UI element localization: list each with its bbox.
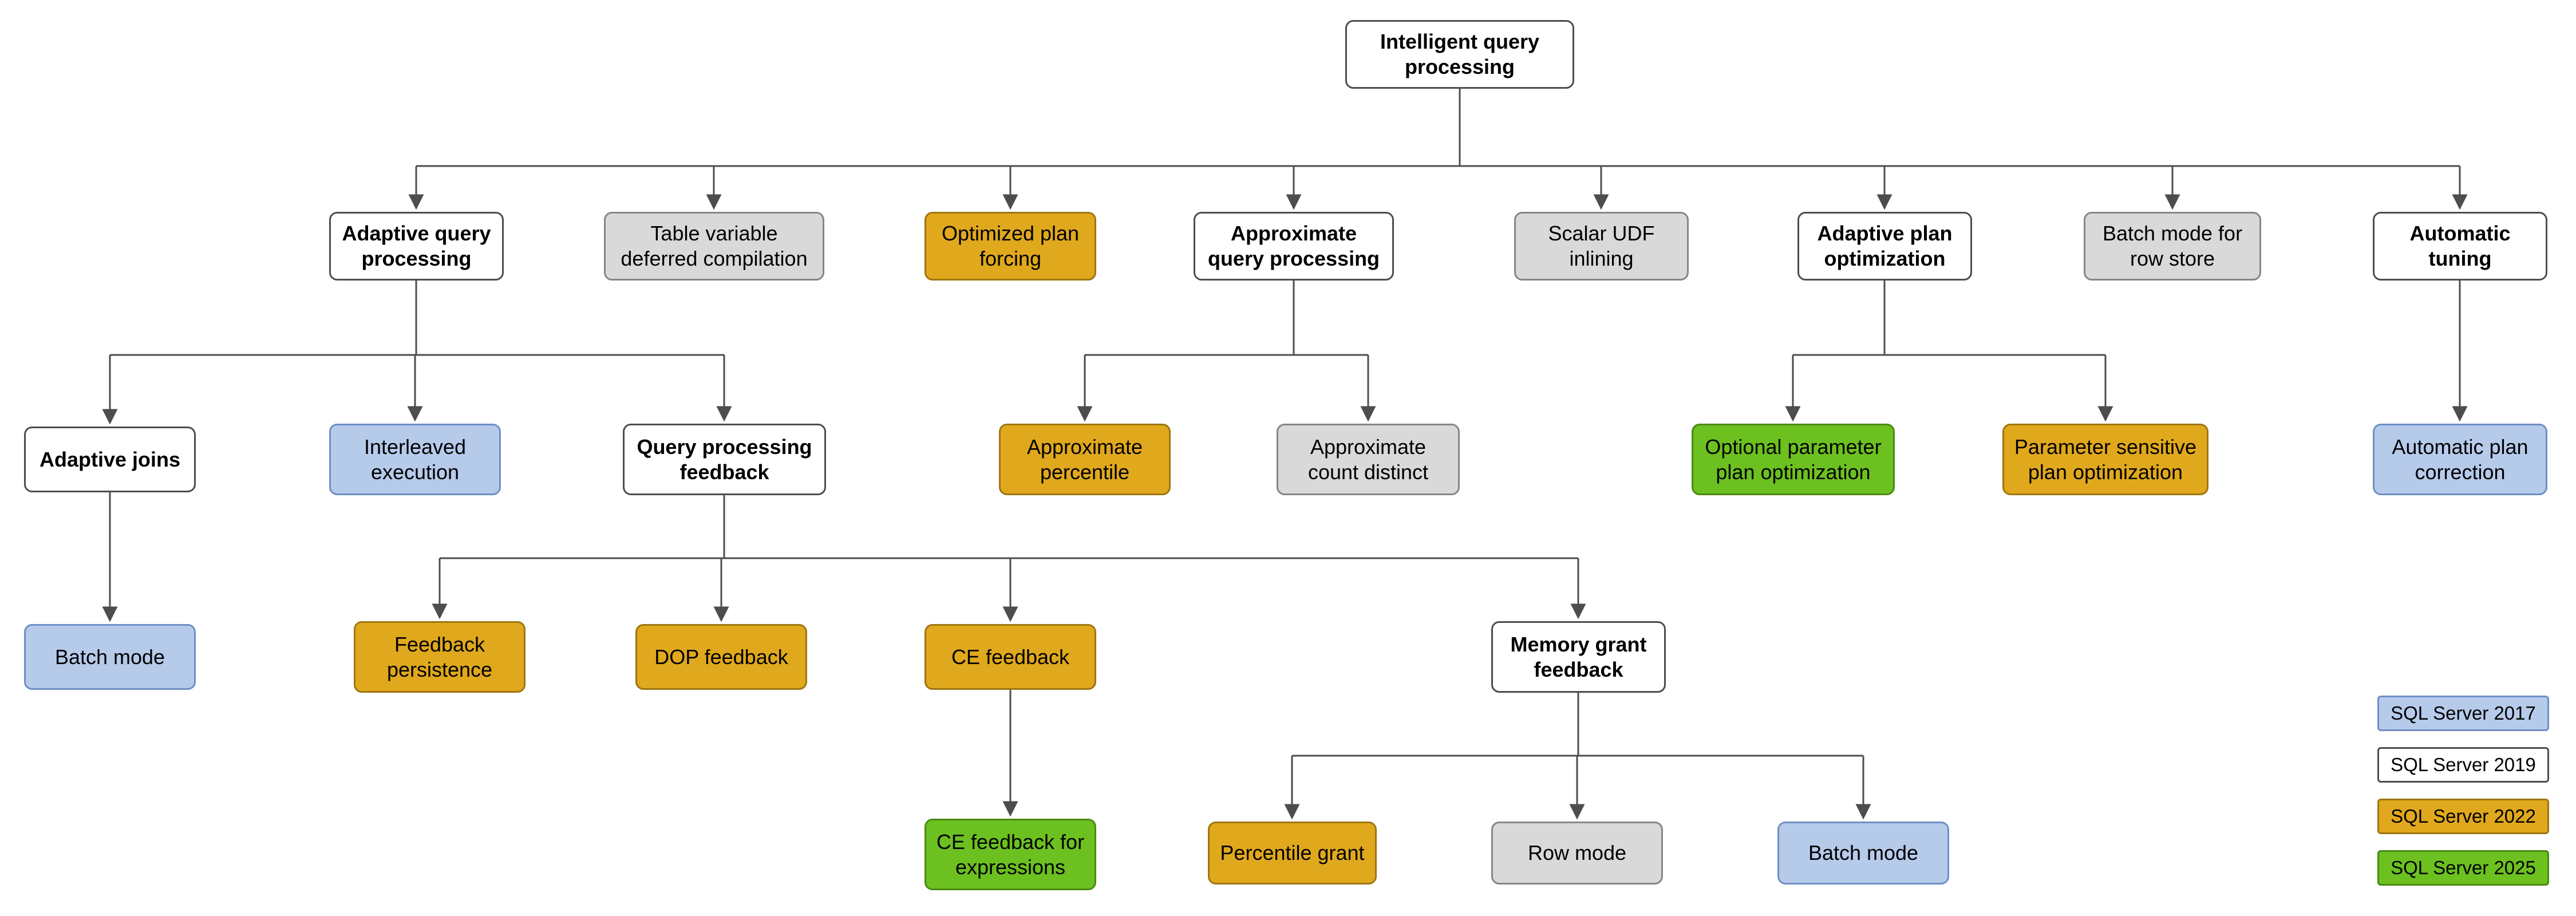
node-percentile-grant[interactable]: Percentile grant [1208, 822, 1377, 885]
legend-item-sql-server-2017: SQL Server 2017 [2377, 696, 2549, 731]
node-root[interactable]: Intelligent query processing [1345, 20, 1574, 89]
legend-item-sql-server-2025: SQL Server 2025 [2377, 850, 2549, 886]
node-ce-feedback-for-expressions[interactable]: CE feedback for expressions [924, 819, 1096, 890]
node-automatic-tuning[interactable]: Automatic tuning [2373, 212, 2547, 281]
node-feedback-persistence[interactable]: Feedback persistence [354, 621, 526, 693]
node-dop-feedback[interactable]: DOP feedback [635, 624, 807, 690]
node-ce-feedback[interactable]: CE feedback [924, 624, 1096, 690]
node-adaptive-query-processing[interactable]: Adaptive query processing [329, 212, 504, 281]
node-table-variable-deferred-compilation[interactable]: Table variable deferred compilation [604, 212, 824, 281]
node-interleaved-execution[interactable]: Interleaved execution [329, 424, 501, 495]
node-scalar-udf-inlining[interactable]: Scalar UDF inlining [1514, 212, 1689, 281]
node-batch-mode-memory-grant[interactable]: Batch mode [1777, 822, 1949, 885]
node-approximate-percentile[interactable]: Approximate percentile [999, 424, 1171, 495]
legend-item-sql-server-2019: SQL Server 2019 [2377, 747, 2549, 783]
node-optimized-plan-forcing[interactable]: Optimized plan forcing [924, 212, 1096, 281]
node-parameter-sensitive-plan-optimization[interactable]: Parameter sensitive plan optimization [2002, 424, 2208, 495]
node-approximate-count-distinct[interactable]: Approximate count distinct [1277, 424, 1460, 495]
node-memory-grant-feedback[interactable]: Memory grant feedback [1491, 621, 1666, 693]
node-batch-mode-for-row-store[interactable]: Batch mode for row store [2084, 212, 2261, 281]
node-adaptive-plan-optimization[interactable]: Adaptive plan optimization [1797, 212, 1972, 281]
node-query-processing-feedback[interactable]: Query processing feedback [623, 424, 826, 495]
legend-item-sql-server-2022: SQL Server 2022 [2377, 799, 2549, 834]
node-row-mode[interactable]: Row mode [1491, 822, 1663, 885]
node-adaptive-joins[interactable]: Adaptive joins [24, 427, 196, 492]
node-optional-parameter-plan-optimization[interactable]: Optional parameter plan optimization [1692, 424, 1895, 495]
node-automatic-plan-correction[interactable]: Automatic plan correction [2373, 424, 2547, 495]
node-approximate-query-processing[interactable]: Approximate query processing [1194, 212, 1394, 281]
node-batch-mode-adaptive-joins[interactable]: Batch mode [24, 624, 196, 690]
